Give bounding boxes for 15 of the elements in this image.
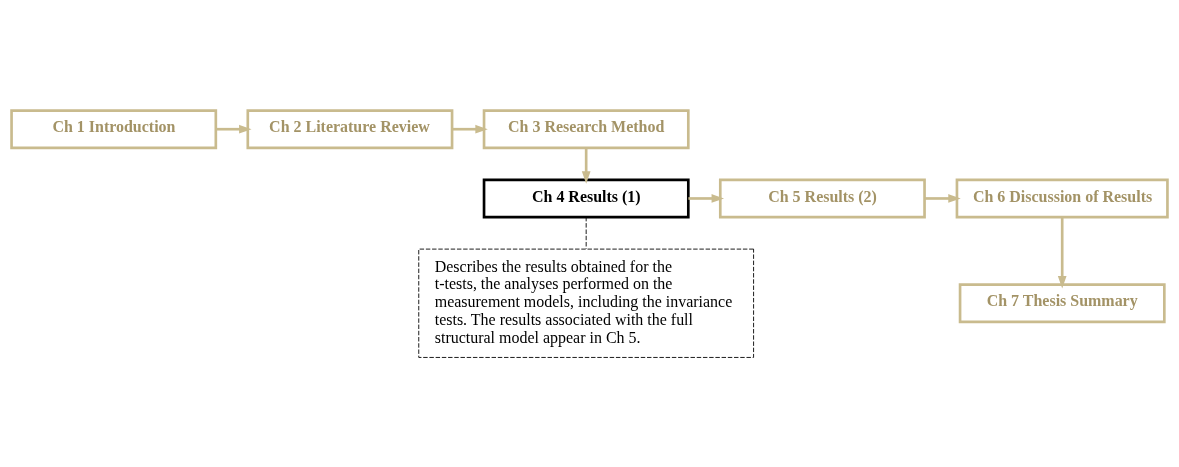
node-box: Ch 3 Research Method <box>482 108 690 149</box>
node-box: Ch 7 Thesis Summary <box>958 282 1166 323</box>
arrow <box>581 147 591 184</box>
node-box: Describes the results obtained for the t-tests, the analyses performed on the measurement models, including the invariance tests. The results associated with the full structural model appear in Ch 5. <box>418 248 755 358</box>
arrow <box>1057 216 1067 288</box>
node-box: Ch 4 Results (1) <box>482 178 690 218</box>
arrow <box>452 124 488 134</box>
arrow <box>215 124 252 134</box>
connector <box>585 216 587 249</box>
arrow <box>924 193 961 203</box>
arrow <box>688 193 725 203</box>
node-box: Ch 6 Discussion of Results <box>955 178 1169 218</box>
node-box: Ch 5 Results (2) <box>718 178 926 218</box>
node-box: Ch 1 Introduction <box>10 108 218 149</box>
node-box: Ch 2 Literature Review <box>246 108 454 149</box>
